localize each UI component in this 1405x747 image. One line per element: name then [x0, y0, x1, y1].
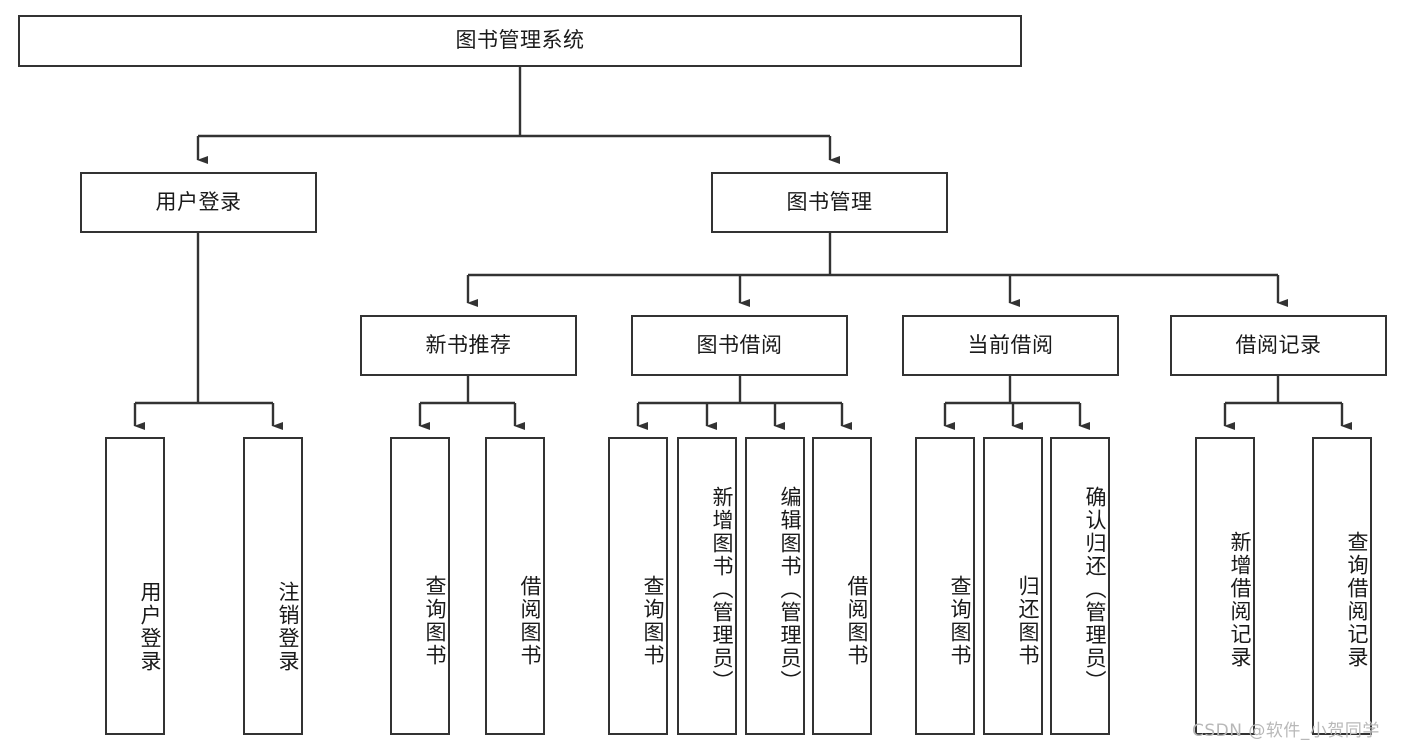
leaf-new-book-query-book[interactable]: 查询图书 [390, 437, 450, 735]
leaf-borrow-record-add-record[interactable]: 新增借阅记录 [1195, 437, 1255, 735]
node-label: 注销登录 [276, 581, 300, 673]
node-label: 新增借阅记录 [1228, 531, 1252, 669]
node-label: 借阅记录 [1235, 332, 1322, 357]
leaf-borrow-record-query-record[interactable]: 查询借阅记录 [1312, 437, 1372, 735]
node-book-borrow[interactable]: 图书借阅 [631, 315, 848, 376]
node-new-book-recommend[interactable]: 新书推荐 [360, 315, 577, 376]
node-label: 编辑图书（管理员） [778, 485, 802, 693]
node-label: 借阅图书 [518, 575, 542, 667]
leaf-current-borrow-query-book[interactable]: 查询图书 [915, 437, 975, 735]
node-borrow-record[interactable]: 借阅记录 [1170, 315, 1387, 376]
leaf-current-borrow-confirm-return-admin[interactable]: 确认归还（管理员） [1050, 437, 1110, 735]
node-current-borrow[interactable]: 当前借阅 [902, 315, 1119, 376]
node-book-management[interactable]: 图书管理 [711, 172, 948, 233]
leaf-user-login-login[interactable]: 用户登录 [105, 437, 165, 735]
leaf-book-borrow-query-book[interactable]: 查询图书 [608, 437, 668, 735]
watermark-text: CSDN @软件_小贺同学 [1192, 721, 1380, 741]
node-label: 借阅图书 [845, 575, 869, 667]
node-label: 查询图书 [641, 575, 665, 667]
node-label: 新增图书（管理员） [710, 485, 734, 693]
leaf-current-borrow-return-book[interactable]: 归还图书 [983, 437, 1043, 735]
leaf-new-book-borrow-book[interactable]: 借阅图书 [485, 437, 545, 735]
node-root-book-management-system[interactable]: 图书管理系统 [18, 15, 1022, 67]
leaf-book-borrow-add-book-admin[interactable]: 新增图书（管理员） [677, 437, 737, 735]
node-label: 确认归还（管理员） [1083, 485, 1107, 693]
node-label: 查询图书 [423, 575, 447, 667]
node-label: 图书管理 [786, 189, 873, 214]
node-label: 新书推荐 [425, 332, 512, 357]
leaf-user-login-logout[interactable]: 注销登录 [243, 437, 303, 735]
node-label: 查询图书 [948, 575, 972, 667]
node-label: 归还图书 [1016, 575, 1040, 667]
leaf-book-borrow-edit-book-admin[interactable]: 编辑图书（管理员） [745, 437, 805, 735]
node-label: 当前借阅 [967, 332, 1054, 357]
node-user-login[interactable]: 用户登录 [80, 172, 317, 233]
node-label: 用户登录 [155, 189, 242, 214]
leaf-book-borrow-borrow-book[interactable]: 借阅图书 [812, 437, 872, 735]
node-label: 图书借阅 [696, 332, 783, 357]
node-label: 图书管理系统 [455, 28, 585, 53]
node-label: 查询借阅记录 [1345, 531, 1369, 669]
node-label: 用户登录 [138, 581, 162, 673]
